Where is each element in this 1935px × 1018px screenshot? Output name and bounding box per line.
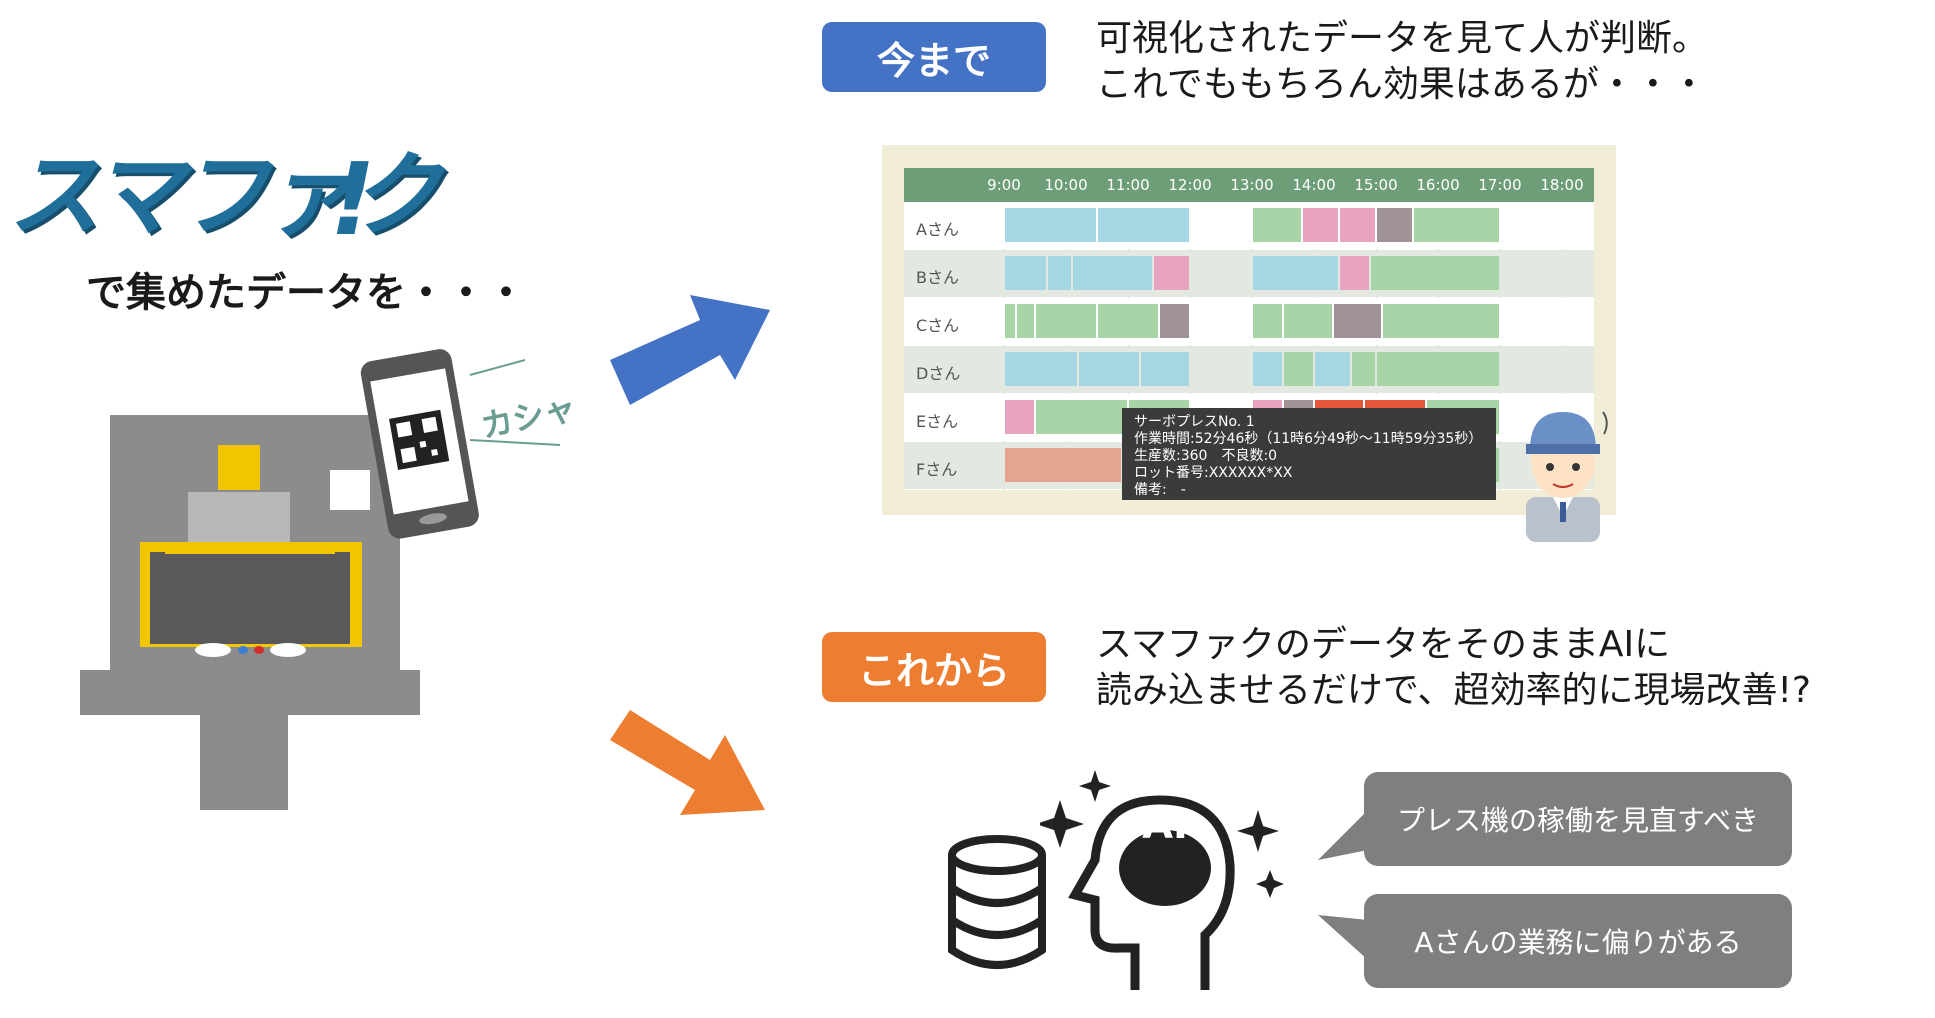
insight-callout-press: プレス機の稼働を見直すべき (1364, 772, 1792, 866)
gantt-task-bar[interactable] (1005, 208, 1096, 242)
logo-exclamation: ! (330, 141, 376, 258)
gantt-row: Cさん (904, 298, 1594, 345)
gantt-task-bar[interactable] (1141, 352, 1189, 386)
gantt-task-bar[interactable] (1005, 400, 1034, 434)
gantt-row-label: Dさん (916, 364, 961, 383)
gantt-time-tick: 15:00 (1354, 176, 1398, 194)
gantt-time-tick: 10:00 (1044, 176, 1088, 194)
gantt-task-bar[interactable] (1352, 352, 1375, 386)
gantt-task-bar[interactable] (1005, 256, 1047, 290)
from-now-heading-line2: 読み込ませるだけで、超効率的に現場改善!? (1096, 670, 1812, 711)
collected-data-caption: で集めたデータを・・・ (86, 270, 526, 316)
gantt-task-bar[interactable] (1377, 352, 1499, 386)
smafaku-logo: スマファク (8, 142, 441, 249)
gantt-time-tick: 16:00 (1416, 176, 1460, 194)
from-now-heading: スマファクのデータをそのままAIに 読み込ませるだけで、超効率的に現場改善!? (1096, 622, 1811, 714)
gantt-task-bar[interactable] (1098, 304, 1158, 338)
gantt-row-label: Fさん (916, 460, 958, 479)
gantt-task-bar[interactable] (1253, 256, 1338, 290)
gantt-row-label: Cさん (916, 316, 960, 335)
press-machine-illustration (80, 349, 561, 810)
gantt-time-tick: 17:00 (1478, 176, 1522, 194)
gantt-task-bar[interactable] (1017, 304, 1034, 338)
gantt-task-bar[interactable] (1073, 256, 1152, 290)
gantt-task-bar[interactable] (1284, 304, 1332, 338)
gantt-row-label: Aさん (916, 220, 959, 239)
gantt-row: Aさん (904, 202, 1594, 249)
database-icon (948, 835, 1046, 969)
gantt-task-bar[interactable] (1079, 352, 1140, 386)
tooltip-machine: サーボプレスNo. 1 (1134, 414, 1255, 430)
gantt-time-tick: 11:00 (1106, 176, 1150, 194)
gantt-task-bar[interactable] (1383, 304, 1499, 338)
gantt-task-bar[interactable] (1036, 304, 1096, 338)
gantt-task-bar[interactable] (1339, 208, 1375, 242)
until-now-heading-line1: 可視化されたデータを見て人が判断。 (1096, 18, 1709, 59)
gantt-row: Bさん (904, 250, 1594, 297)
gantt-task-bar[interactable] (1253, 208, 1301, 242)
up-right-arrow-icon (610, 295, 770, 405)
gantt-task-bar[interactable] (1005, 352, 1078, 386)
until-now-heading-line2: これでももちろん効果はあるが・・・ (1096, 64, 1707, 105)
callout-tails (1318, 810, 1368, 960)
task-tooltip: サーボプレスNo. 1 作業時間:52分46秒（11時6分49秒～11時59分3… (1122, 408, 1496, 500)
gantt-task-bar[interactable] (1098, 208, 1189, 242)
gantt-time-tick: 13:00 (1230, 176, 1274, 194)
gantt-time-tick: 9:00 (987, 176, 1021, 194)
gantt-task-bar[interactable] (1160, 304, 1189, 338)
gantt-task-bar[interactable] (1005, 304, 1016, 338)
until-now-label: 今まで (822, 22, 1046, 92)
gantt-task-bar[interactable] (1253, 304, 1282, 338)
down-right-arrow-icon (610, 710, 765, 815)
gantt-task-bar[interactable] (1377, 208, 1413, 242)
gantt-time-tick: 18:00 (1540, 176, 1584, 194)
gantt-task-bar[interactable] (1153, 256, 1189, 290)
ai-badge-text: AI (1142, 802, 1188, 848)
gantt-task-bar[interactable] (1036, 400, 1127, 434)
tooltip-notes: 備考: - (1134, 482, 1186, 498)
gantt-task-bar[interactable] (1302, 208, 1338, 242)
tooltip-production: 生産数:360 不良数:0 (1134, 448, 1278, 464)
gantt-time-tick: 14:00 (1292, 176, 1336, 194)
worker-illustration (1526, 411, 1608, 542)
gantt-row-label: Eさん (916, 412, 959, 431)
gantt-row-label: Bさん (916, 268, 959, 287)
gantt-time-header: 9:00 10:00 11:00 12:00 13:00 14:00 15:00 16:00 1… (904, 168, 1594, 202)
tooltip-work-time: 作業時間:52分46秒（11時6分49秒～11時59分35秒） (1134, 431, 1483, 447)
gantt-row: Dさん (904, 346, 1594, 393)
gantt-task-bar[interactable] (1333, 304, 1382, 338)
gantt-task-bar[interactable] (1339, 256, 1369, 290)
gantt-task-bar[interactable] (1414, 208, 1499, 242)
from-now-label: これから (822, 632, 1046, 702)
until-now-heading: 可視化されたデータを見て人が判断。 これでももちろん効果はあるが・・・ (1096, 16, 1708, 108)
from-now-heading-line1: スマファクのデータをそのままAIに (1096, 624, 1671, 665)
gantt-time-tick: 12:00 (1168, 176, 1212, 194)
gantt-task-bar[interactable] (1284, 352, 1313, 386)
ai-head-icon (1040, 770, 1284, 990)
gantt-task-bar[interactable] (1370, 256, 1499, 290)
tooltip-lot-number: ロット番号:XXXXXX*XX (1134, 465, 1293, 481)
gantt-task-bar[interactable] (1253, 352, 1282, 386)
gantt-task-bar[interactable] (1048, 256, 1072, 290)
insight-callout-workload: Aさんの業務に偏りがある (1364, 894, 1792, 988)
gantt-task-bar[interactable] (1315, 352, 1351, 386)
gantt-task-bar[interactable] (1005, 448, 1121, 482)
